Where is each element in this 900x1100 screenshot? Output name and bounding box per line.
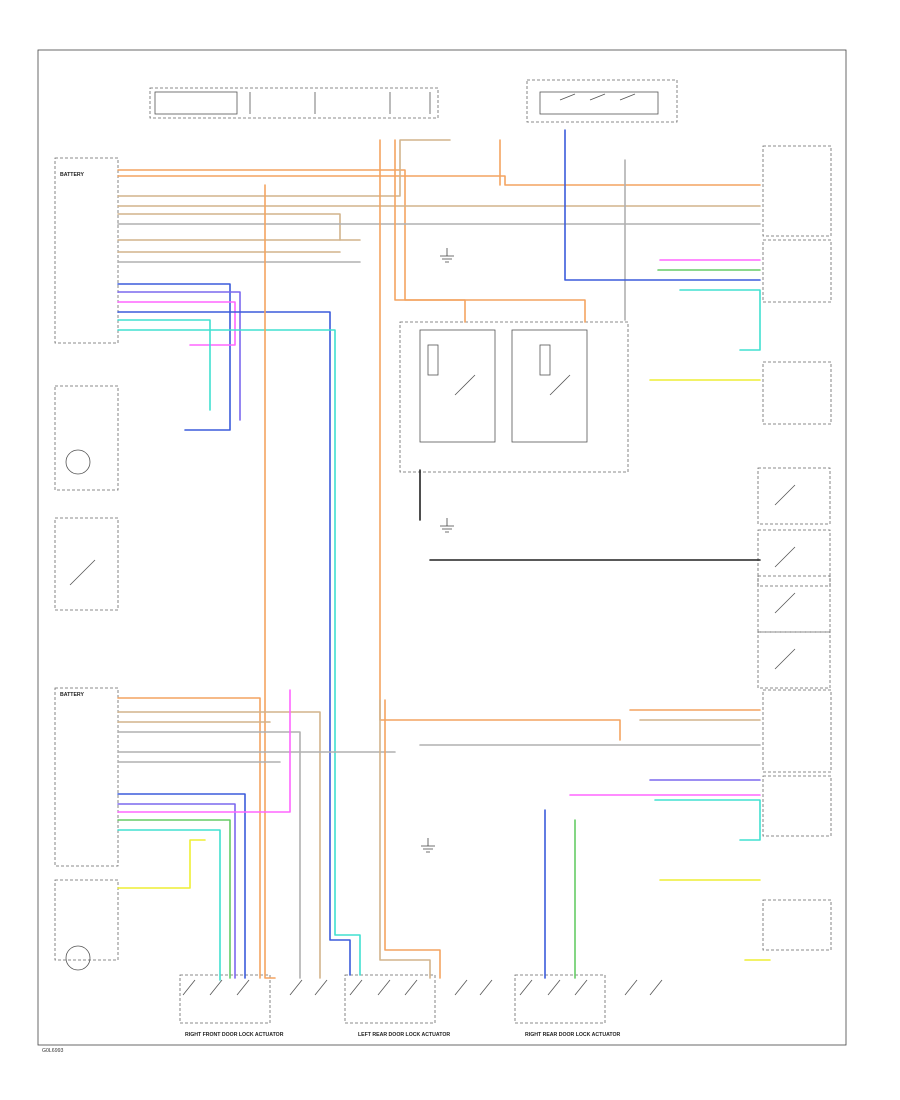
ground-symbols (421, 248, 454, 853)
right-connector-top (762, 145, 832, 425)
wire-orange-25 (117, 697, 261, 979)
left-connector-top: BATTERY (54, 157, 119, 611)
top-fuse-block (149, 87, 439, 119)
wire-tan-4 (117, 213, 341, 241)
left-connector-bottom: BATTERY (54, 687, 119, 971)
right-connector-bottom (762, 689, 832, 951)
wire-tan-2 (117, 139, 451, 197)
diagram-frame (37, 49, 847, 1046)
wire-group (117, 129, 771, 981)
bottom-actuators (179, 974, 663, 1024)
wire-blue-20 (564, 129, 761, 281)
wire-orange-38 (384, 699, 441, 979)
wire-orange-1 (117, 175, 761, 186)
wire-cyan-22 (679, 289, 761, 351)
wire-orange-17 (394, 139, 586, 323)
right-lock-switches (757, 467, 831, 689)
connector-label-top: BATTERY (60, 172, 84, 178)
switch-title-left-rear: LEFT REAR DOOR LOCK ACTUATOR (358, 1032, 450, 1038)
wire-cyan-35 (117, 829, 221, 981)
wire-magenta-11 (117, 301, 236, 346)
wire-tan-26 (117, 711, 321, 979)
central-relay-block (399, 321, 629, 473)
wire-cyan-46 (654, 799, 761, 841)
connector-label-bottom: BATTERY (60, 692, 84, 698)
wire-blue-9 (117, 283, 231, 431)
wire-gray-28 (117, 731, 301, 979)
wire-cyan-14 (117, 329, 361, 976)
wire-orange-15 (264, 184, 276, 979)
wire-magenta-33 (117, 689, 291, 813)
wire-tan-37 (379, 699, 431, 979)
wire-yellow-36 (117, 839, 206, 889)
footer-code: G0L6993 (42, 1048, 63, 1054)
wire-blue-13 (117, 311, 351, 976)
wire-orange-16 (379, 139, 621, 741)
wire-purple-10 (117, 291, 241, 421)
switch-title-right-front: RIGHT FRONT DOOR LOCK ACTUATOR (185, 1032, 284, 1038)
switch-title-right-rear: RIGHT REAR DOOR LOCK ACTUATOR (525, 1032, 621, 1038)
wire-purple-32 (117, 803, 236, 979)
wire-green-34 (117, 819, 231, 979)
wire-blue-31 (117, 793, 246, 979)
wire-cyan-12 (117, 319, 211, 411)
top-right-module (526, 79, 678, 123)
